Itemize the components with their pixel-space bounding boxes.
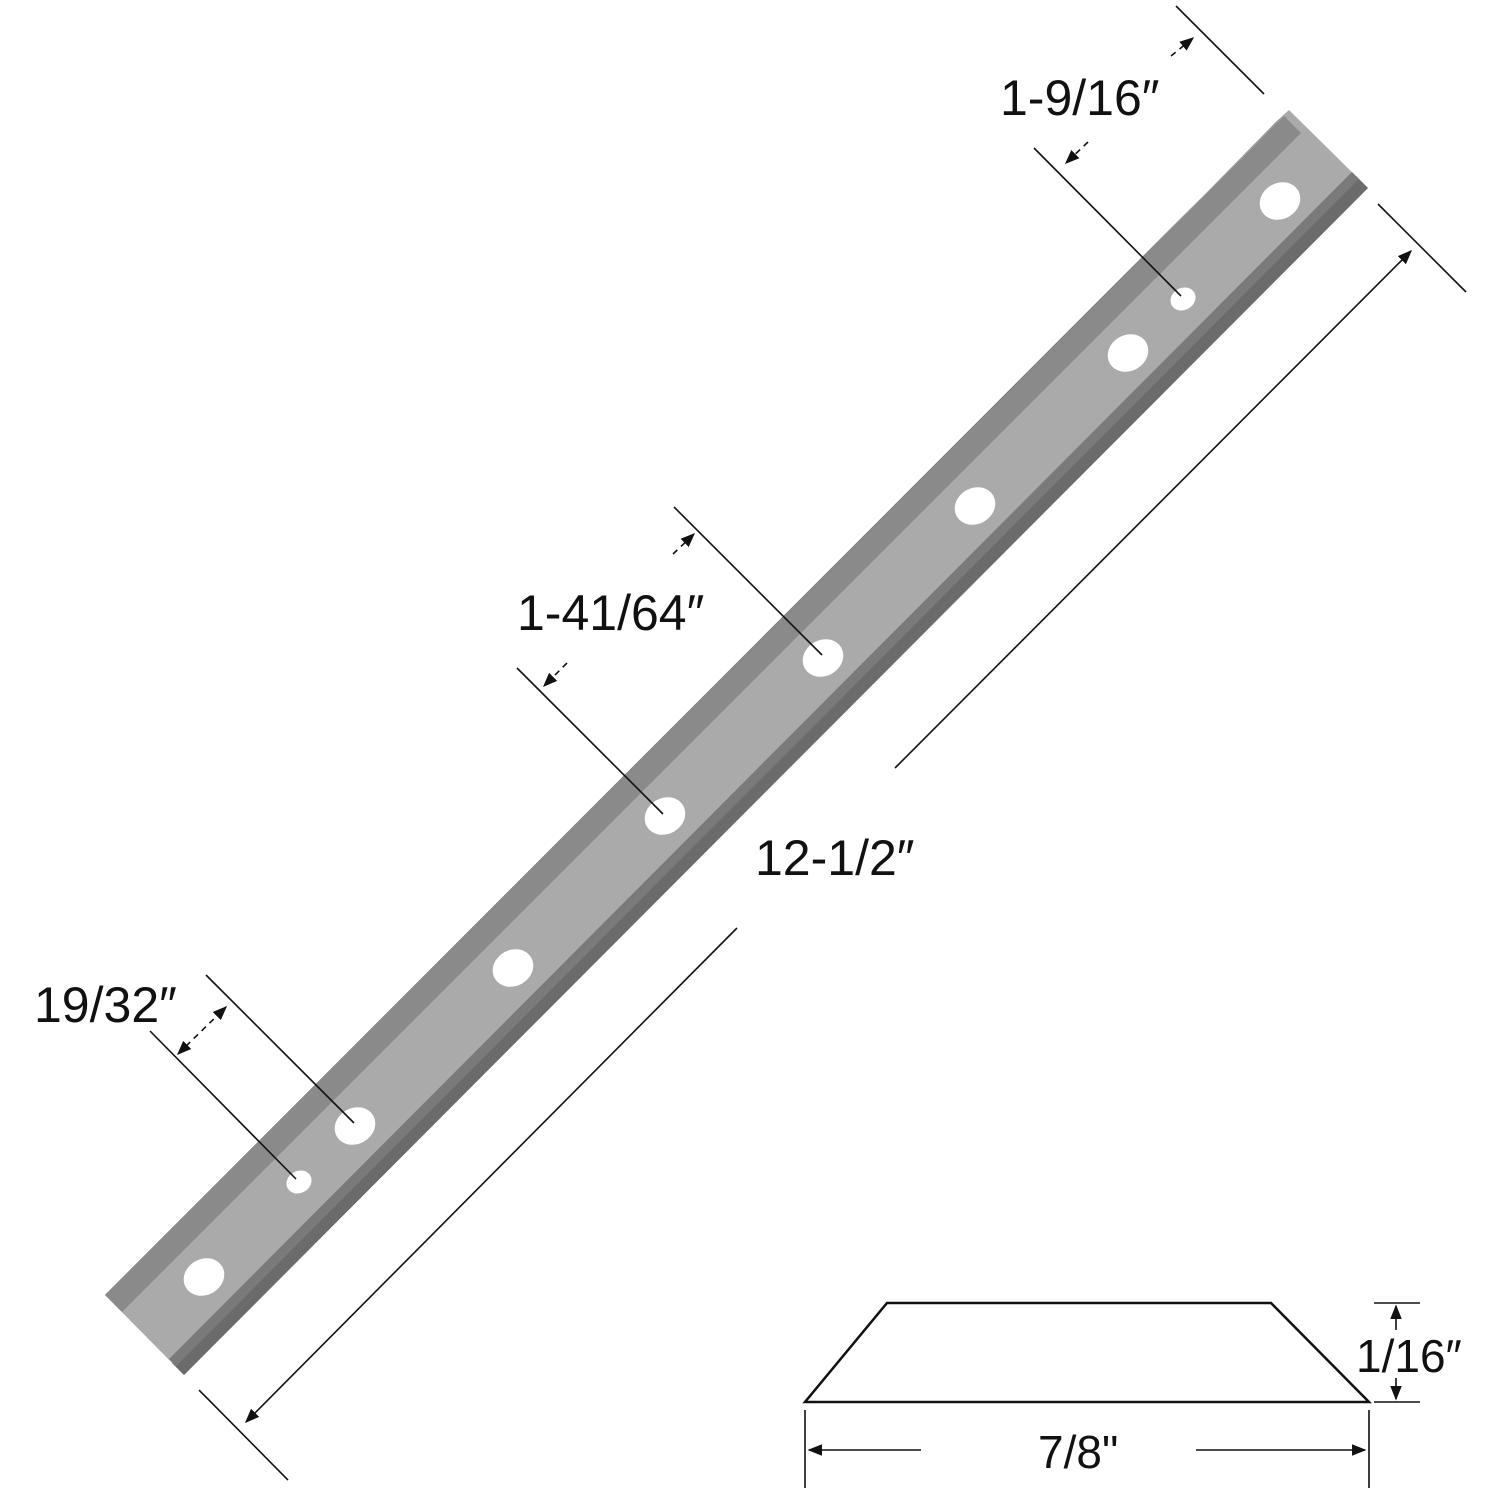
hole-large: [492, 949, 534, 987]
edge-arrow: [176, 1005, 228, 1056]
length-dimension: 12-1/2″: [198, 203, 1467, 1481]
hole-large: [954, 487, 996, 525]
spacing-extension-bottom: [516, 667, 664, 815]
hole-spacing-label: 1-41/64″: [517, 585, 704, 641]
hole-large: [802, 639, 844, 677]
end-arrow-upper: [1170, 37, 1195, 57]
end-extension-hole: [1033, 147, 1182, 297]
width-label: 7/8": [1038, 1426, 1118, 1478]
cross-section-profile: [802, 1301, 1372, 1404]
cross-section: 1/16″ 7/8": [802, 1301, 1462, 1488]
end-hole-offset-label: 1-9/16″: [1000, 70, 1159, 126]
length-extension-top: [1377, 203, 1467, 293]
edge-offset-dimension: 19/32″: [34, 974, 355, 1180]
edge-extension-top: [205, 974, 355, 1124]
blade-lower-bevel: [172, 176, 1368, 1375]
edge-extension-bottom: [149, 1030, 297, 1180]
hole-large: [334, 1107, 376, 1145]
end-arrow-lower: [1064, 141, 1089, 164]
hole-large: [183, 1258, 225, 1296]
length-dim-line-upper: [894, 249, 1413, 769]
length-dim-line-lower: [244, 927, 738, 1424]
blade-upper-bevel: [105, 116, 1301, 1312]
hole-large: [1107, 334, 1149, 372]
end-extension-top: [1175, 5, 1265, 95]
length-extension-bottom: [198, 1389, 289, 1481]
blade-body: [105, 110, 1368, 1375]
spacing-extension-top: [673, 506, 823, 656]
length-label: 12-1/2″: [755, 830, 914, 886]
blade-strip: [105, 110, 1368, 1375]
hole-spacing-dimension: 1-41/64″: [516, 506, 823, 815]
edge-offset-label: 19/32″: [34, 977, 177, 1033]
end-hole-offset-dimension: 1-9/16″: [1000, 5, 1265, 297]
hole-small: [1170, 287, 1196, 311]
thickness-label: 1/16″: [1356, 1330, 1462, 1382]
blade-lower-bevel-inner: [169, 172, 1359, 1366]
spacing-arrow-lower: [542, 662, 568, 688]
spacing-arrow-upper: [672, 533, 696, 555]
hole-large: [1259, 182, 1301, 220]
